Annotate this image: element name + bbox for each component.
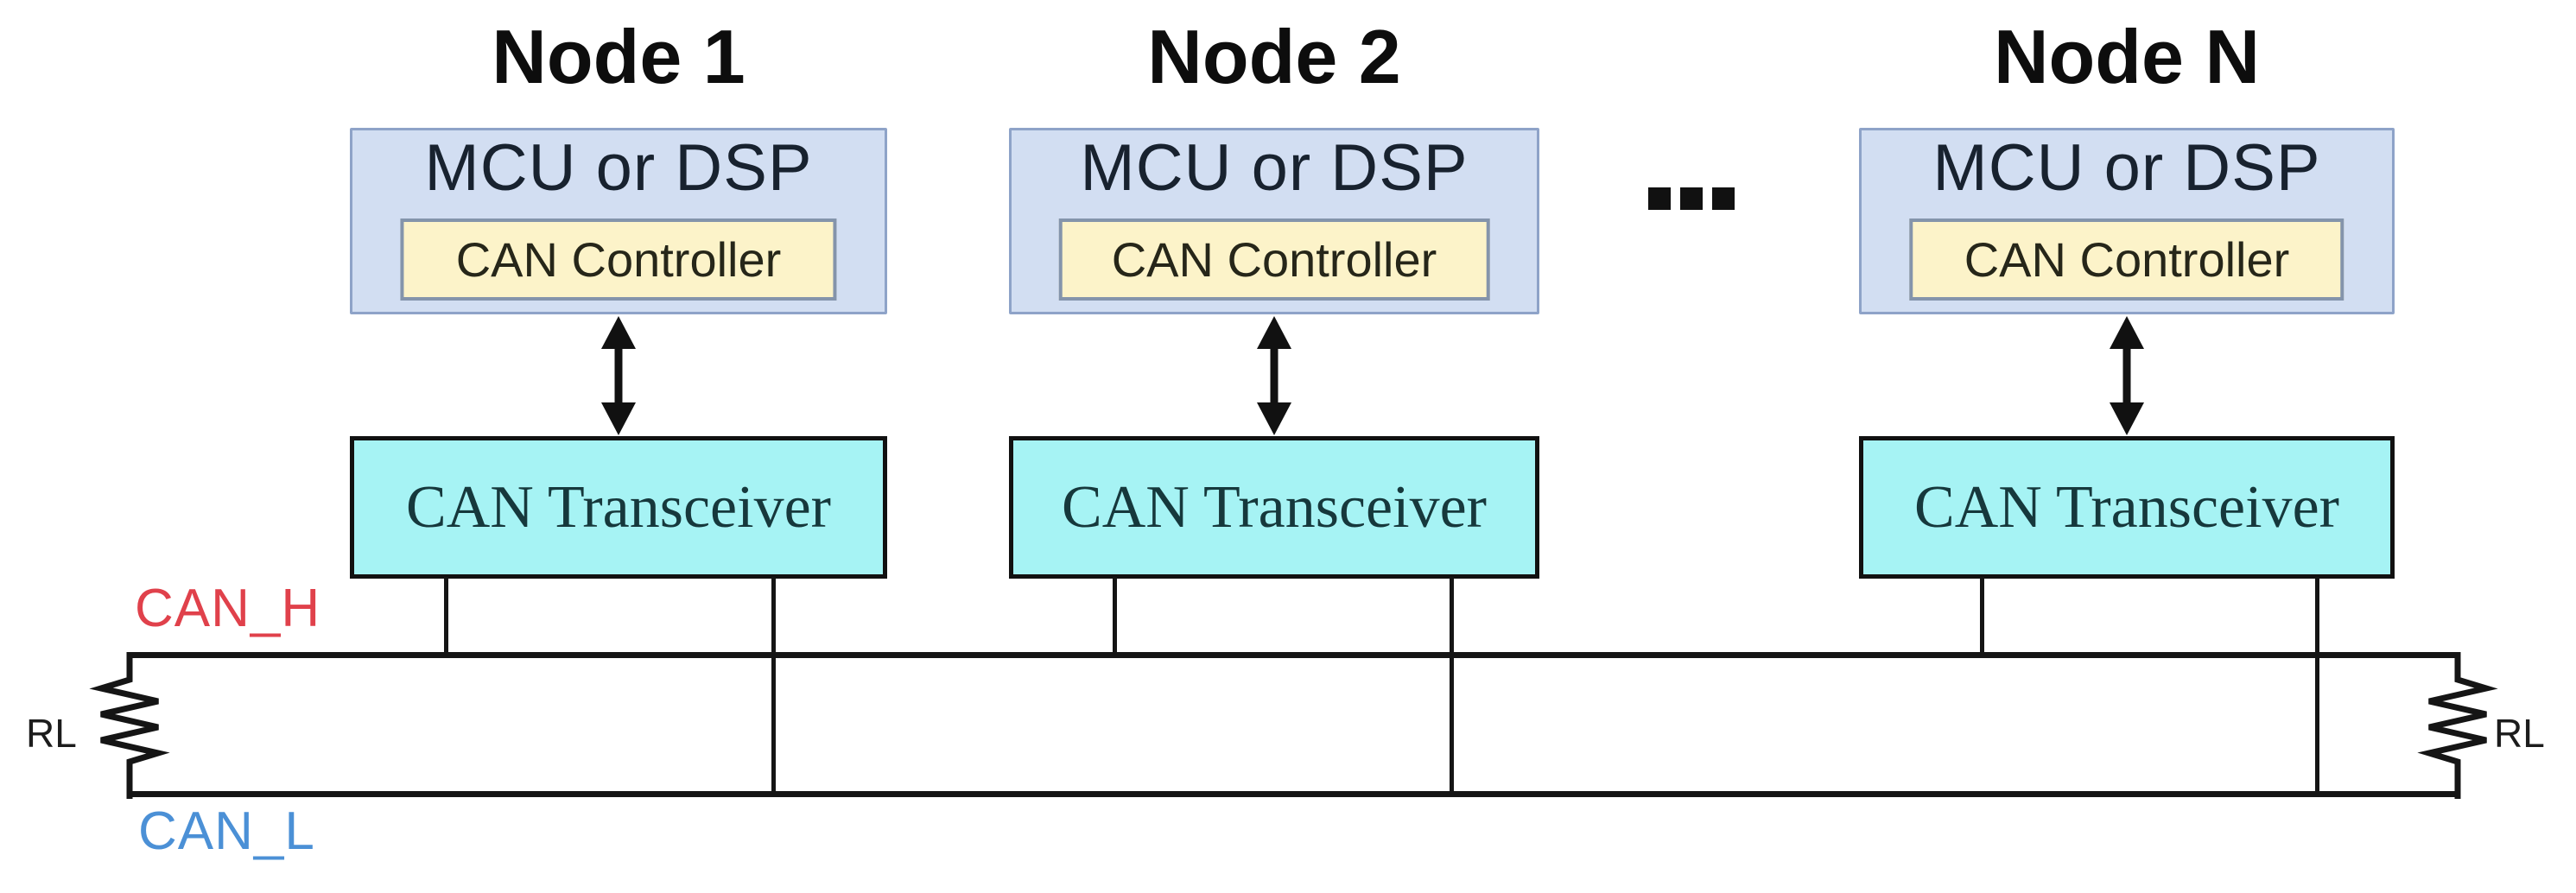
bidirectional-arrow-icon <box>1257 316 1291 435</box>
termination-resistor-right <box>2417 652 2498 799</box>
node-n-title: Node N <box>1994 14 2260 99</box>
node-1-can-transceiver-label: CAN Transceiver <box>406 473 831 541</box>
node-1-title: Node 1 <box>492 14 746 99</box>
can-h-label: CAN_H <box>135 579 321 638</box>
rl-label-right: RL <box>2494 711 2545 756</box>
node-1-canh-connector-line <box>444 577 448 656</box>
can-h-bus-line <box>127 652 2460 658</box>
node-2: Node 2 MCU or DSP CAN Controller CAN Tra… <box>1009 0 1539 796</box>
termination-resistor-left <box>89 652 170 799</box>
node-2-mcu-box: MCU or DSP CAN Controller <box>1009 128 1539 314</box>
node-2-can-controller-label: CAN Controller <box>1111 232 1437 287</box>
node-n-canl-connector-line <box>2315 577 2319 796</box>
node-1-can-controller-label: CAN Controller <box>455 232 782 287</box>
bidirectional-arrow-icon <box>2110 316 2144 435</box>
node-2-mcu-label: MCU or DSP <box>1080 131 1469 205</box>
node-n-canh-connector-line <box>1980 577 1984 656</box>
node-n-can-transceiver-label: CAN Transceiver <box>1914 473 2339 541</box>
can-l-bus-line <box>127 791 2460 797</box>
ellipsis-dot <box>1648 187 1671 210</box>
node-n-mcu-box: MCU or DSP CAN Controller <box>1859 128 2395 314</box>
node-2-canl-connector-line <box>1450 577 1454 796</box>
node-n: Node N MCU or DSP CAN Controller CAN Tra… <box>1859 0 2395 796</box>
node-2-can-transceiver-label: CAN Transceiver <box>1062 473 1487 541</box>
node-n-can-transceiver-box: CAN Transceiver <box>1859 436 2395 579</box>
node-1-can-transceiver-box: CAN Transceiver <box>350 436 887 579</box>
can-l-label: CAN_L <box>138 801 315 861</box>
ellipsis: ... <box>1648 187 1735 210</box>
node-n-mcu-label: MCU or DSP <box>1932 131 2321 205</box>
node-2-title: Node 2 <box>1147 14 1401 99</box>
node-n-can-controller-box: CAN Controller <box>1909 218 2344 301</box>
node-1-can-controller-box: CAN Controller <box>400 218 837 301</box>
ellipsis-dot <box>1712 187 1735 210</box>
rl-label-left: RL <box>26 711 77 756</box>
node-1-mcu-label: MCU or DSP <box>424 131 813 205</box>
node-1-canl-connector-line <box>771 577 776 796</box>
node-2-canh-connector-line <box>1113 577 1117 656</box>
ellipsis-dot <box>1680 187 1703 210</box>
node-1: Node 1 MCU or DSP CAN Controller CAN Tra… <box>350 0 887 796</box>
node-1-mcu-box: MCU or DSP CAN Controller <box>350 128 887 314</box>
node-n-can-controller-label: CAN Controller <box>1964 232 2290 287</box>
node-2-can-transceiver-box: CAN Transceiver <box>1009 436 1539 579</box>
bidirectional-arrow-icon <box>601 316 636 435</box>
node-2-can-controller-box: CAN Controller <box>1058 218 1490 301</box>
